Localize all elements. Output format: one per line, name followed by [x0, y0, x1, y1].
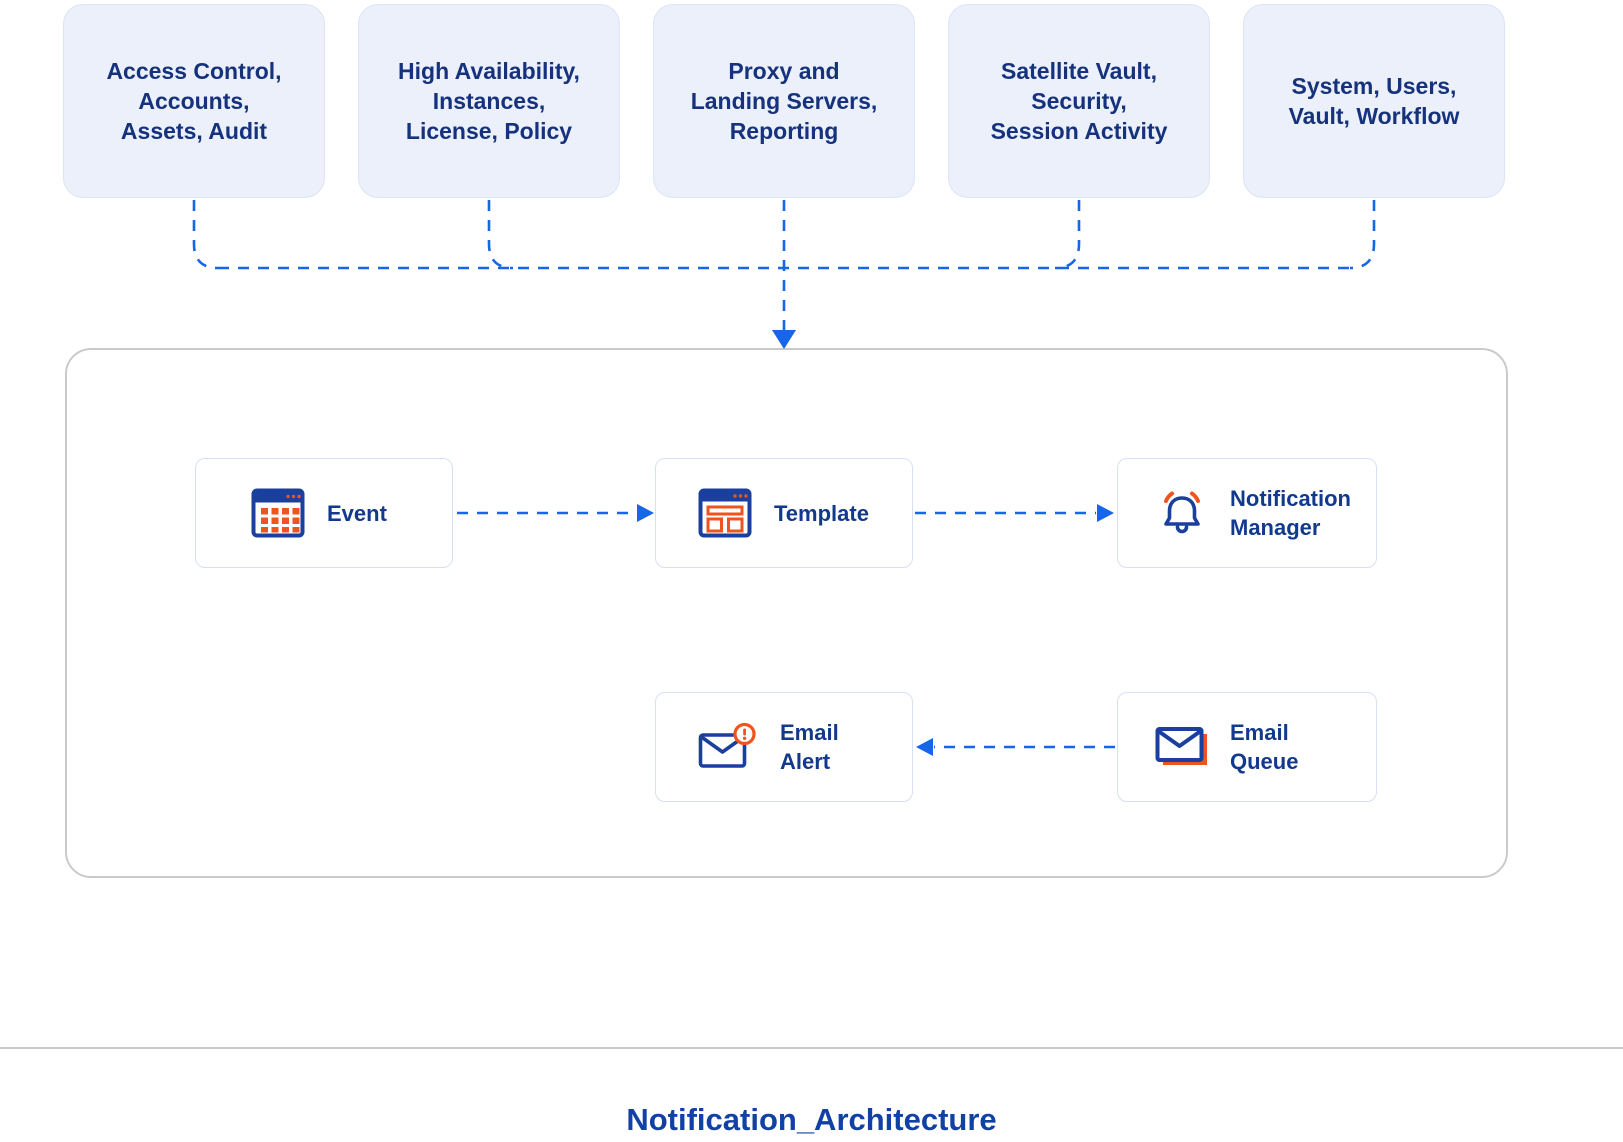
node-email-alert-label: Email Alert — [780, 720, 839, 774]
envelope-alert-icon — [698, 722, 758, 772]
node-email-alert[interactable]: Email Alert — [655, 692, 913, 802]
connector-from-system-users — [1349, 200, 1376, 270]
node-notification-manager-label: Notification Manager — [1230, 486, 1351, 540]
source-box-access-control[interactable]: Access Control, Accounts, Assets, Audit — [63, 4, 325, 198]
arrowhead-into-container — [772, 330, 796, 349]
source-box-system-users[interactable]: System, Users, Vault, Workflow — [1243, 4, 1505, 198]
node-email-queue-label: Email Queue — [1230, 720, 1299, 774]
node-notification-manager[interactable]: Notification Manager — [1117, 458, 1377, 568]
source-box-label: Access Control, Accounts, Assets, Audit — [106, 58, 282, 144]
node-template-label: Template — [774, 500, 869, 526]
connector-from-access-control — [192, 200, 219, 270]
connector-from-satellite-vault — [1054, 200, 1081, 270]
node-event[interactable]: Event — [195, 458, 453, 568]
node-template[interactable]: Template — [655, 458, 913, 568]
node-email-queue[interactable]: Email Queue — [1117, 692, 1377, 802]
connector-from-high-availability — [487, 200, 514, 270]
diagram-title: Notification_Architecture — [626, 1102, 997, 1137]
node-event-label: Event — [327, 500, 387, 526]
source-box-label: System, Users, Vault, Workflow — [1288, 73, 1460, 129]
footer-divider — [0, 1047, 1623, 1049]
envelope-stack-icon — [1154, 723, 1210, 771]
window-layout-icon — [698, 488, 752, 538]
source-box-label: High Availability, Instances, License, P… — [398, 58, 580, 144]
source-box-label: Proxy and Landing Servers, Reporting — [690, 58, 878, 144]
source-box-proxy[interactable]: Proxy and Landing Servers, Reporting — [653, 4, 915, 198]
source-box-label: Satellite Vault, Security, Session Activ… — [990, 58, 1168, 144]
source-box-satellite-vault[interactable]: Satellite Vault, Security, Session Activ… — [948, 4, 1210, 198]
bell-icon — [1154, 485, 1210, 541]
calendar-grid-icon — [251, 486, 305, 540]
source-box-high-availability[interactable]: High Availability, Instances, License, P… — [358, 4, 620, 198]
